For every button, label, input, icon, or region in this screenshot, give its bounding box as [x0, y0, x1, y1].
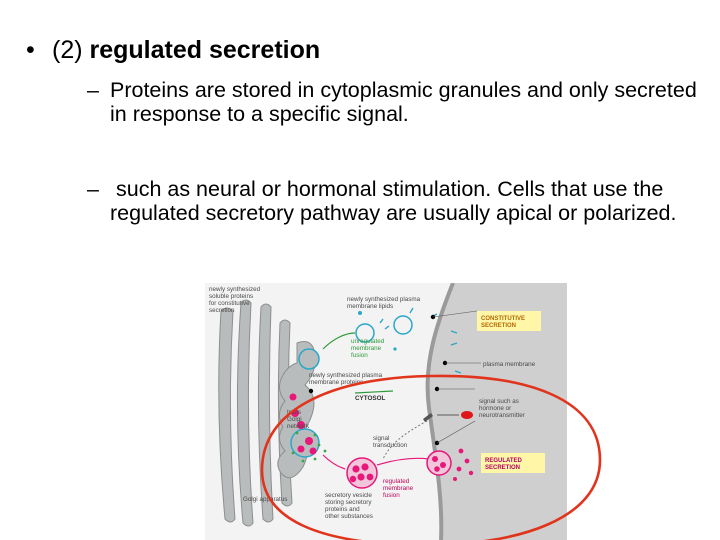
subpoint-text: Proteins are stored in cytoplasmic granu… [110, 78, 697, 126]
fusing-vesicle [426, 448, 474, 481]
coat-proteins [291, 431, 327, 463]
constitutive-box [477, 311, 541, 331]
secretion-diagram-svg: newly synthesized soluble proteins for c… [205, 283, 567, 540]
label-golgi-apparatus: Golgi apparatus [243, 496, 287, 503]
label-signal: signal such as hormone or neurotransmitt… [479, 398, 525, 419]
extracellular-region [427, 283, 567, 540]
subpoint-dash: – [87, 177, 99, 201]
label-newly-synth-proteins: newly synthesized plasma membrane protei… [309, 372, 384, 386]
label-newly-synth-soluble: newly synthesized soluble proteins for c… [209, 286, 262, 314]
signal-transduction-path [382, 420, 428, 460]
signal-receptor [423, 411, 473, 422]
subpoint-dash: – [87, 78, 99, 102]
label-regulated: REGULATED SECRETION [485, 458, 524, 471]
regulated-arrows [322, 454, 430, 470]
label-trans-golgi: trans Golgi network [287, 409, 310, 430]
regulated-box [481, 453, 545, 473]
label-regulated-fusion: regulated membrane fusion [383, 478, 415, 499]
label-newly-synth-lipids: newly synthesized plasma membrane lipids [347, 296, 422, 310]
label-cytosol: CYTOSOL [355, 395, 385, 402]
pathway-arrows [322, 332, 394, 394]
signal-molecule [461, 411, 473, 419]
bullet-heading: regulated secretion [89, 36, 321, 64]
leader-lines [432, 310, 481, 444]
secretion-diagram: newly synthesized soluble proteins for c… [205, 283, 567, 540]
annotation-circle [260, 374, 602, 540]
subpoint-1: – Proteins are stored in cytoplasmic gra… [87, 78, 702, 126]
main-bullet: • (2) regulated secretion [26, 34, 321, 66]
secretory-vesicle [346, 457, 378, 489]
label-secretory-vesicle: secretory vesicle storing secretory prot… [325, 492, 374, 520]
plasma-membrane [425, 283, 455, 540]
label-constitutive: CONSTITUTIVE SECRETION [481, 316, 527, 329]
bullet-prefix: (2) [52, 36, 90, 64]
label-unregulated: unregulated membrane fusion [351, 338, 386, 359]
subpoint-2: – such as neural or hormonal stimulation… [87, 177, 702, 225]
label-signal-transduction: signal transduction [373, 435, 408, 449]
subpoint-text: such as neural or hormonal stimulation. … [110, 177, 677, 225]
label-plasma-membrane: plasma membrane [483, 361, 536, 368]
bullet-symbol: • [26, 36, 35, 64]
